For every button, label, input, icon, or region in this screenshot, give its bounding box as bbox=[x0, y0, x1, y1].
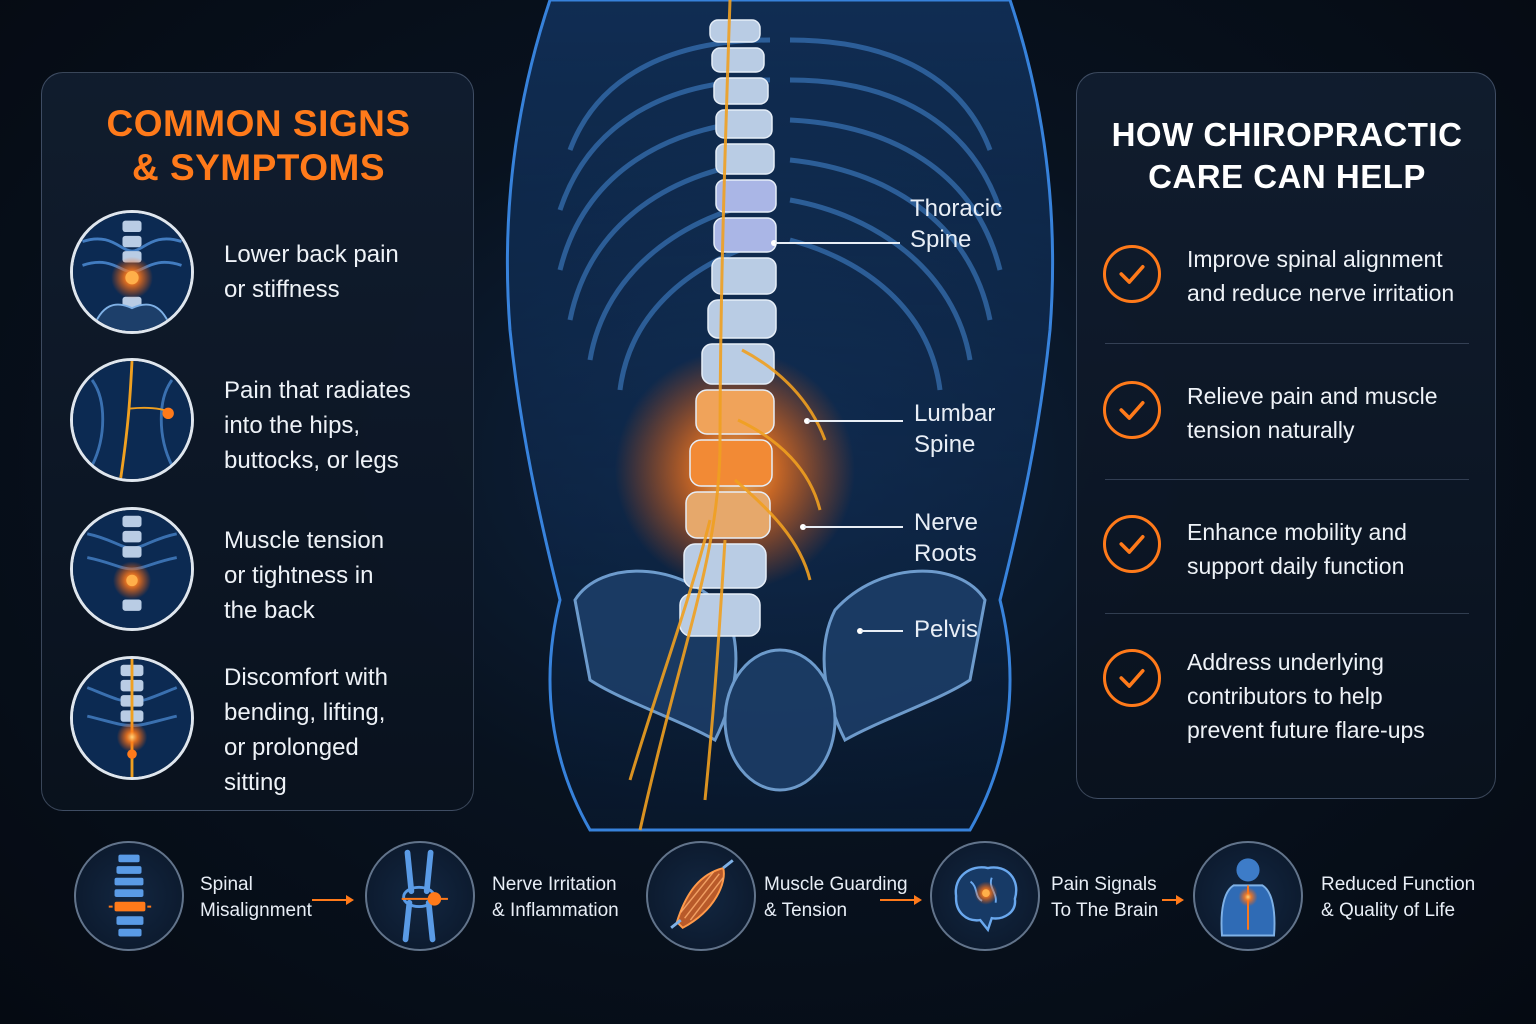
benefit-text-4: Address underlying contributors to help … bbox=[1187, 649, 1425, 743]
benefit-text-3: Enhance mobility and support daily funct… bbox=[1187, 519, 1407, 579]
person-back-icon bbox=[1193, 841, 1303, 951]
spine-icon bbox=[74, 841, 184, 951]
pelvis-pointer-line bbox=[861, 630, 903, 632]
nerve-pointer-dot bbox=[800, 524, 806, 530]
benefits-panel: HOW CHIROPRACTIC CARE CAN HELP Improve s… bbox=[1076, 72, 1496, 799]
benefit-divider bbox=[1105, 479, 1469, 480]
flow-step-2-text: Nerve Irritation& Inflammation bbox=[492, 874, 619, 921]
symptom-text-2: Pain that radiates into the hips, buttoc… bbox=[224, 377, 411, 474]
symptom-text-1: Lower back pain or stiffness bbox=[224, 241, 399, 303]
checkmark-icon bbox=[1103, 515, 1161, 573]
arrow-right-icon bbox=[312, 893, 356, 907]
brain-icon bbox=[930, 841, 1040, 951]
checkmark-icon bbox=[1103, 649, 1161, 707]
checkmark-icon bbox=[1103, 381, 1161, 439]
nerve-pathways bbox=[628, 0, 827, 831]
muscle-icon bbox=[646, 841, 756, 951]
flow-step-3-text: Muscle Guarding& Tension bbox=[764, 874, 908, 921]
symptom-text-3: Muscle tension or tightness in the back bbox=[224, 527, 385, 624]
label-pelvis: Pelvis bbox=[914, 616, 979, 643]
symptoms-panel: COMMON SIGNS & SYMPTOMS Lower back pain … bbox=[41, 72, 474, 811]
thoracic-pointer-dot bbox=[771, 240, 777, 246]
pelvis-pointer-dot bbox=[857, 628, 863, 634]
benefit-text-2: Relieve pain and muscle tension naturall… bbox=[1187, 383, 1438, 443]
checkmark-icon bbox=[1103, 245, 1161, 303]
spine-anatomy-illustration bbox=[505, 0, 1055, 832]
muscle-tension-thumbnail bbox=[70, 507, 194, 631]
lumbar-pointer-dot bbox=[804, 418, 810, 424]
arrow-right-icon bbox=[880, 893, 924, 907]
radiating-pain-thumbnail bbox=[70, 358, 194, 482]
thoracic-pointer-line bbox=[775, 242, 900, 244]
benefits-title-line2: CARE CAN HELP bbox=[1148, 158, 1426, 195]
arrow-right-icon bbox=[1142, 893, 1186, 907]
lumbar-pointer-line bbox=[808, 420, 903, 422]
knee-joint-icon bbox=[365, 841, 475, 951]
symptoms-title-line1: COMMON SIGNS bbox=[106, 103, 411, 144]
lower-back-pain-thumbnail bbox=[70, 210, 194, 334]
symptom-text-4: Discomfort with bending, lifting, or pro… bbox=[224, 664, 389, 796]
nerve-pointer-line bbox=[804, 526, 903, 528]
benefit-divider bbox=[1105, 343, 1469, 344]
benefit-text-1: Improve spinal alignment and reduce nerv… bbox=[1187, 246, 1455, 306]
benefit-divider bbox=[1105, 613, 1469, 614]
bending-discomfort-thumbnail bbox=[70, 656, 194, 780]
benefits-title-line1: HOW CHIROPRACTIC bbox=[1111, 116, 1463, 153]
symptoms-title-line2: & SYMPTOMS bbox=[131, 147, 386, 188]
flow-step-5-text: Reduced Function& Quality of Life bbox=[1321, 874, 1476, 921]
